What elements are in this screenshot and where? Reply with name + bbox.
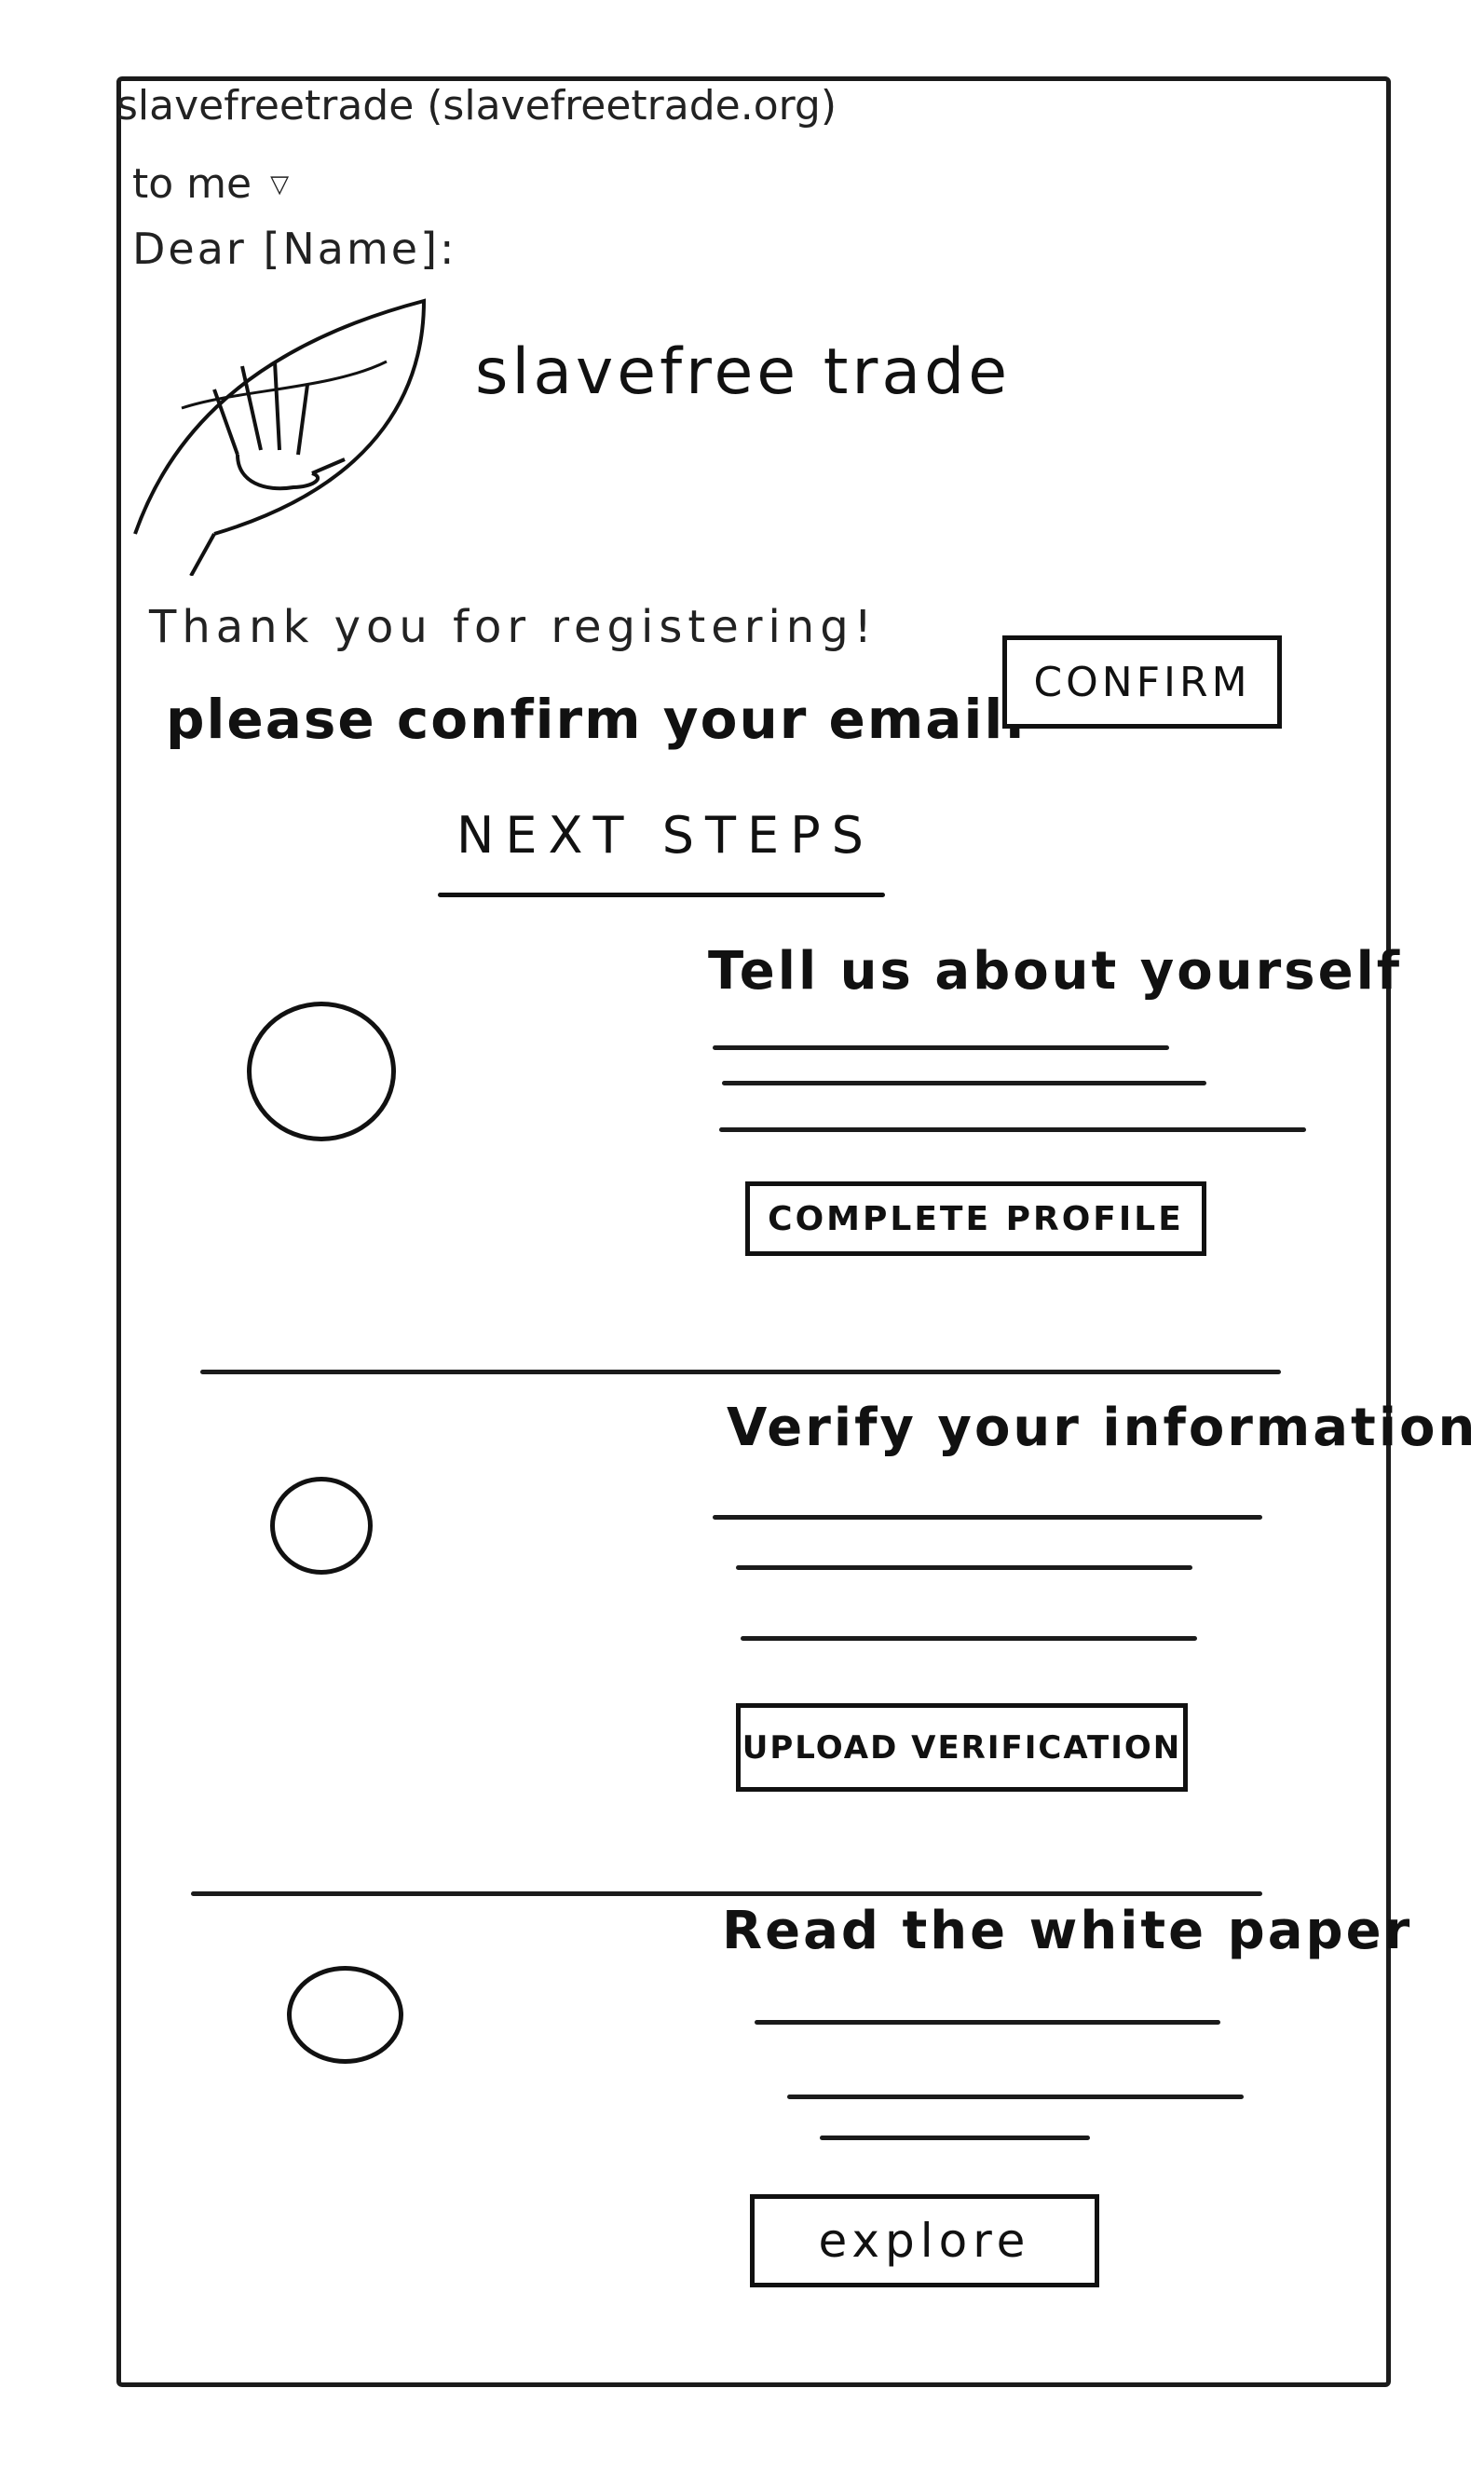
text-line bbox=[722, 1081, 1206, 1085]
step-title: Read the white paper bbox=[722, 1901, 1413, 1961]
explore-button[interactable]: explore bbox=[750, 2194, 1099, 2287]
email-frame bbox=[116, 76, 1391, 2387]
text-line bbox=[736, 1565, 1192, 1570]
confirm-prompt: please confirm your email. bbox=[166, 688, 1028, 751]
recipient-label: to me bbox=[132, 160, 252, 208]
heading-underline bbox=[438, 893, 885, 897]
step-title: Tell us about yourself bbox=[708, 941, 1403, 1002]
circle-icon bbox=[247, 1002, 396, 1141]
leaf-hand-logo bbox=[126, 296, 442, 577]
section-divider bbox=[200, 1370, 1281, 1374]
circle-icon bbox=[287, 1966, 403, 2064]
brand-name: slavefree trade bbox=[475, 335, 1012, 409]
text-line bbox=[719, 1127, 1306, 1132]
sender-line: slavefreetrade (slavefreetrade.org) bbox=[116, 82, 837, 130]
confirm-button[interactable]: CONFIRM bbox=[1002, 635, 1282, 729]
recipient-row[interactable]: to me ▽ bbox=[132, 160, 289, 208]
greeting: Dear [Name]: bbox=[132, 224, 457, 274]
text-line bbox=[820, 2136, 1090, 2140]
text-line bbox=[787, 2095, 1244, 2099]
text-line bbox=[713, 1515, 1262, 1520]
thanks-text: Thank you for registering! bbox=[149, 601, 878, 653]
upload-verification-button[interactable]: UPLOAD VERIFICATION bbox=[736, 1703, 1188, 1792]
circle-icon bbox=[270, 1477, 373, 1575]
triangle-down-icon[interactable]: ▽ bbox=[270, 170, 290, 198]
text-line bbox=[713, 1045, 1169, 1050]
complete-profile-button[interactable]: COMPLETE PROFILE bbox=[745, 1181, 1206, 1256]
section-divider bbox=[191, 1891, 1262, 1896]
text-line bbox=[741, 1636, 1197, 1641]
text-line bbox=[755, 2020, 1220, 2025]
step-title: Verify your information bbox=[727, 1398, 1478, 1458]
next-steps-heading: NEXT STEPS bbox=[456, 806, 875, 865]
